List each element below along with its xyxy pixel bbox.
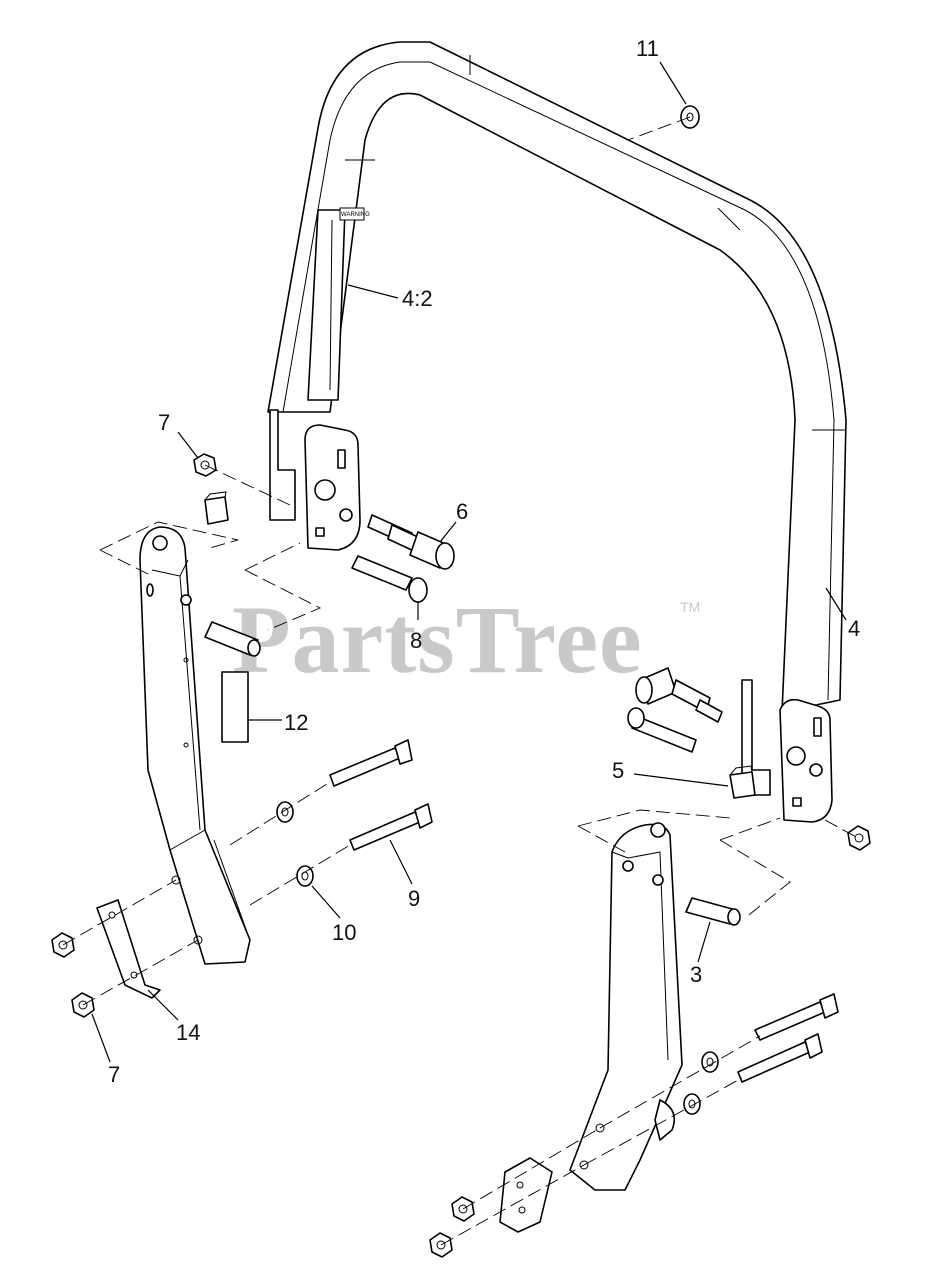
callout-7-top: 7 bbox=[158, 410, 170, 435]
callout-11: 11 bbox=[636, 36, 659, 61]
decal-text: WARNING bbox=[341, 212, 370, 218]
watermark-brand: PartsTree bbox=[232, 586, 643, 693]
assembly-lines bbox=[62, 116, 859, 1246]
callout-5: 5 bbox=[612, 758, 624, 783]
left-lower-post bbox=[139, 526, 251, 965]
callout-6: 6 bbox=[456, 499, 468, 524]
callout-labels: 11 4:2 7 6 8 4 12 5 9 10 3 14 7 bbox=[108, 36, 860, 1087]
decal-label bbox=[339, 207, 365, 221]
callout-4: 4 bbox=[848, 616, 860, 641]
right-lower-post bbox=[569, 822, 683, 1191]
leader-lines bbox=[91, 61, 847, 1063]
callout-10: 10 bbox=[332, 920, 356, 945]
callout-4-2: 4:2 bbox=[402, 286, 433, 311]
left-pins bbox=[351, 514, 455, 603]
upper-roll-bar: WARNING bbox=[267, 41, 847, 823]
callout-9: 9 bbox=[408, 886, 420, 911]
callout-8: 8 bbox=[410, 628, 422, 653]
callout-14: 14 bbox=[176, 1020, 200, 1045]
callout-12: 12 bbox=[284, 710, 308, 735]
callout-7-bottom: 7 bbox=[108, 1062, 120, 1087]
watermark: PartsTree TM bbox=[232, 586, 700, 693]
watermark-trademark: TM bbox=[680, 599, 700, 615]
callout-3: 3 bbox=[690, 962, 702, 987]
